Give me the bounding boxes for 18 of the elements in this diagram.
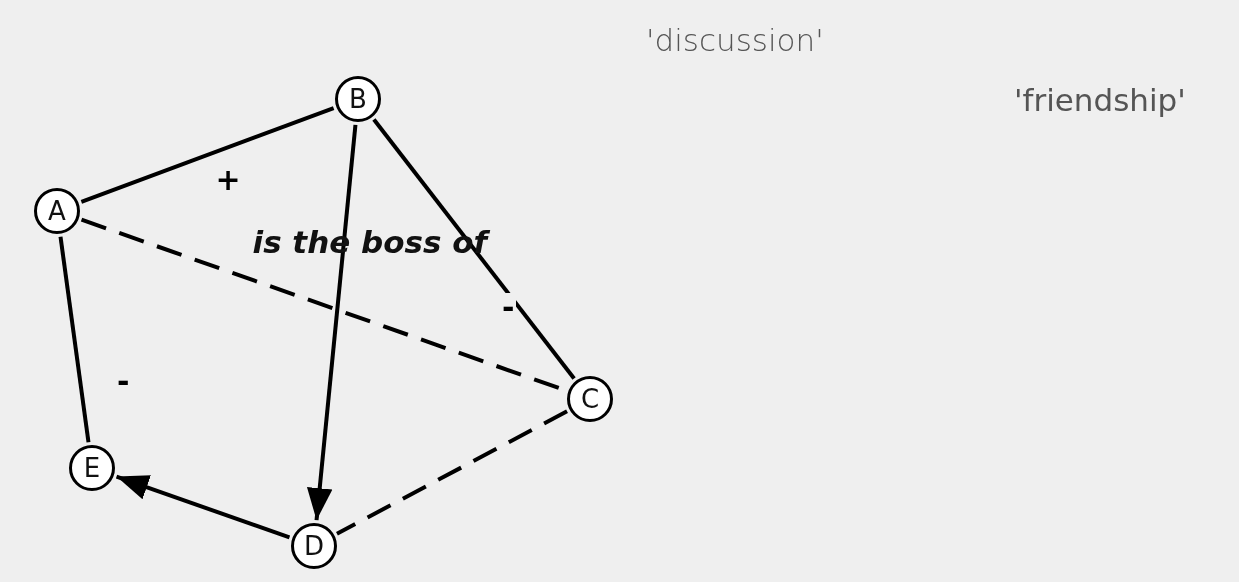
node-letter: D	[304, 533, 324, 559]
connector-line	[336, 409, 568, 536]
relation-label: 'discussion'	[646, 24, 824, 56]
node-circle	[567, 376, 613, 422]
node-circle	[69, 445, 115, 491]
node-letter: E	[83, 455, 101, 481]
node-letter: C	[580, 386, 600, 412]
node-circle	[335, 76, 381, 122]
node-circle	[34, 188, 80, 234]
arrow	[115, 474, 291, 540]
connector-line	[58, 236, 91, 443]
arrow	[306, 124, 358, 521]
node-letter: A	[48, 198, 66, 224]
node-letter: B	[349, 86, 367, 112]
connector-line	[80, 106, 335, 204]
node-circle	[291, 523, 337, 569]
connector-line	[372, 118, 576, 380]
relation-label: 'friendship'	[1014, 84, 1186, 116]
